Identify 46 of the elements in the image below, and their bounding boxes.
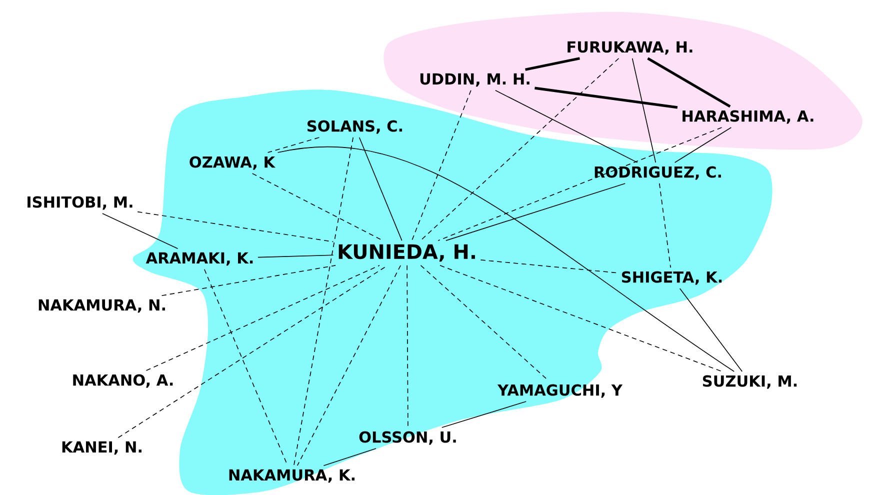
connector-line xyxy=(146,265,380,371)
connector-line xyxy=(679,288,743,372)
connector-line xyxy=(659,183,672,268)
author-name: RODRIGUEZ, C. xyxy=(594,166,721,180)
author-name: OLSSON, U. xyxy=(359,431,456,445)
connector-line xyxy=(480,260,618,274)
connector-line xyxy=(441,401,527,428)
connector-line xyxy=(277,146,735,372)
author-name: SUZUKI, M. xyxy=(702,375,797,389)
connector-line xyxy=(252,173,384,241)
author-name: KUNIEDA, H. xyxy=(338,244,475,262)
connector-line xyxy=(406,265,408,428)
connector-line xyxy=(267,137,320,153)
connector-line xyxy=(647,57,731,108)
connector-line xyxy=(411,90,472,241)
connector-line xyxy=(293,137,354,466)
connector-line xyxy=(420,265,549,381)
author-name: FURUKAWA, H. xyxy=(568,41,692,55)
connector-line xyxy=(420,58,620,241)
connector-line xyxy=(440,265,723,372)
connector-line xyxy=(534,86,678,109)
connector-line xyxy=(258,254,334,258)
connector-line xyxy=(495,90,638,163)
author-name: ISHITOBI, M. xyxy=(28,196,132,210)
connector-line xyxy=(446,183,626,241)
connector-line xyxy=(674,127,732,163)
connector-line xyxy=(525,57,580,71)
author-name: NAKAMURA, N. xyxy=(38,299,165,313)
author-name: KANEI, N. xyxy=(62,441,142,455)
author-name: YAMAGUCHI, Y xyxy=(497,384,623,398)
author-name: SOLANS, C. xyxy=(308,120,402,134)
connector-line xyxy=(137,211,334,242)
author-name: NAKAMURA, K. xyxy=(229,469,354,483)
author-name: SHIGETA, K. xyxy=(622,271,722,285)
connector-line xyxy=(102,213,178,250)
connector-line xyxy=(296,265,402,466)
author-name: HARASHIMA, A. xyxy=(682,110,814,124)
connector-line xyxy=(438,127,722,241)
author-name: OZAWA, K xyxy=(190,156,276,170)
author-name: ARAMAKI, K. xyxy=(146,252,253,266)
author-name: NAKANO, A. xyxy=(73,374,173,388)
connector-line xyxy=(632,58,656,163)
author-name: UDDIN, M. H. xyxy=(420,73,530,87)
connector-line xyxy=(358,137,402,241)
connector-line xyxy=(323,448,376,466)
connector-line xyxy=(161,265,336,296)
